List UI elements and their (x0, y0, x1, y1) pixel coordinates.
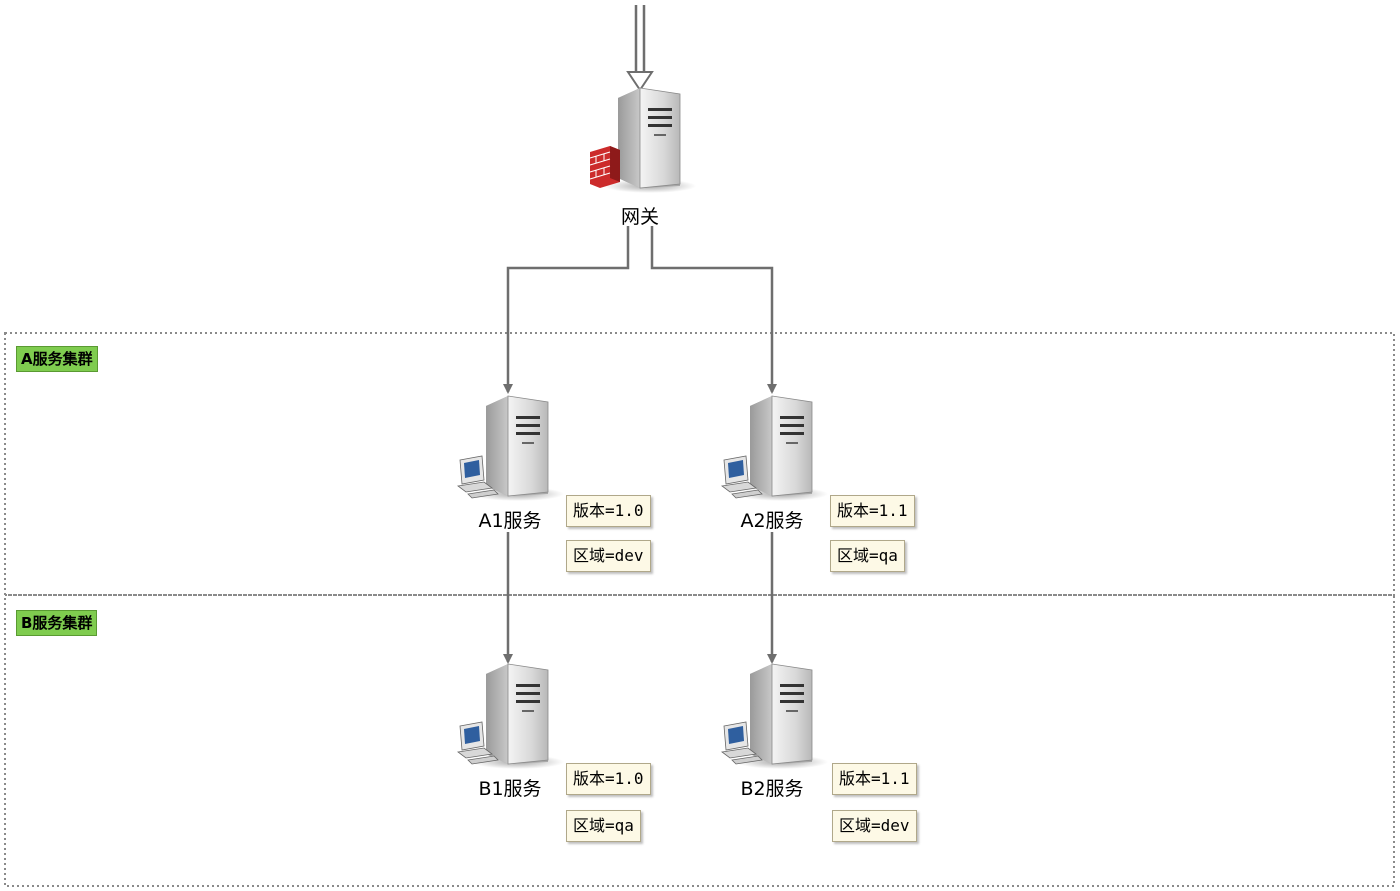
cluster-b-label: B服务集群 (16, 610, 98, 636)
b1-region-tag: 区域=qa (566, 810, 641, 842)
incoming-traffic-arrow (626, 5, 654, 92)
gateway-server-icon (589, 87, 697, 194)
a1-server-icon (457, 395, 565, 502)
cluster-a-boundary (4, 332, 1395, 596)
b1-server-icon (457, 663, 565, 770)
a2-region-tag: 区域=qa (830, 540, 905, 572)
a2-version-tag: 版本=1.1 (830, 495, 915, 527)
gateway-label: 网关 (620, 206, 659, 228)
b2-service-label: B2服务 (740, 778, 804, 800)
a1-service-label: A1服务 (478, 510, 542, 532)
connector-gateway-a2 (650, 226, 777, 394)
b2-server-icon (721, 663, 829, 770)
a2-server-icon (721, 395, 829, 502)
cluster-b-boundary (4, 594, 1395, 887)
b2-version-tag: 版本=1.1 (832, 763, 917, 795)
b1-version-tag: 版本=1.0 (566, 763, 651, 795)
a2-service-label: A2服务 (740, 510, 804, 532)
firewall-icon (589, 145, 621, 189)
b2-region-tag: 区域=dev (832, 810, 917, 842)
a1-region-tag: 区域=dev (566, 540, 651, 572)
a1-version-tag: 版本=1.0 (566, 495, 651, 527)
cluster-a-label: A服务集群 (16, 346, 98, 372)
b1-service-label: B1服务 (478, 778, 542, 800)
connector-gateway-a1 (503, 226, 630, 394)
